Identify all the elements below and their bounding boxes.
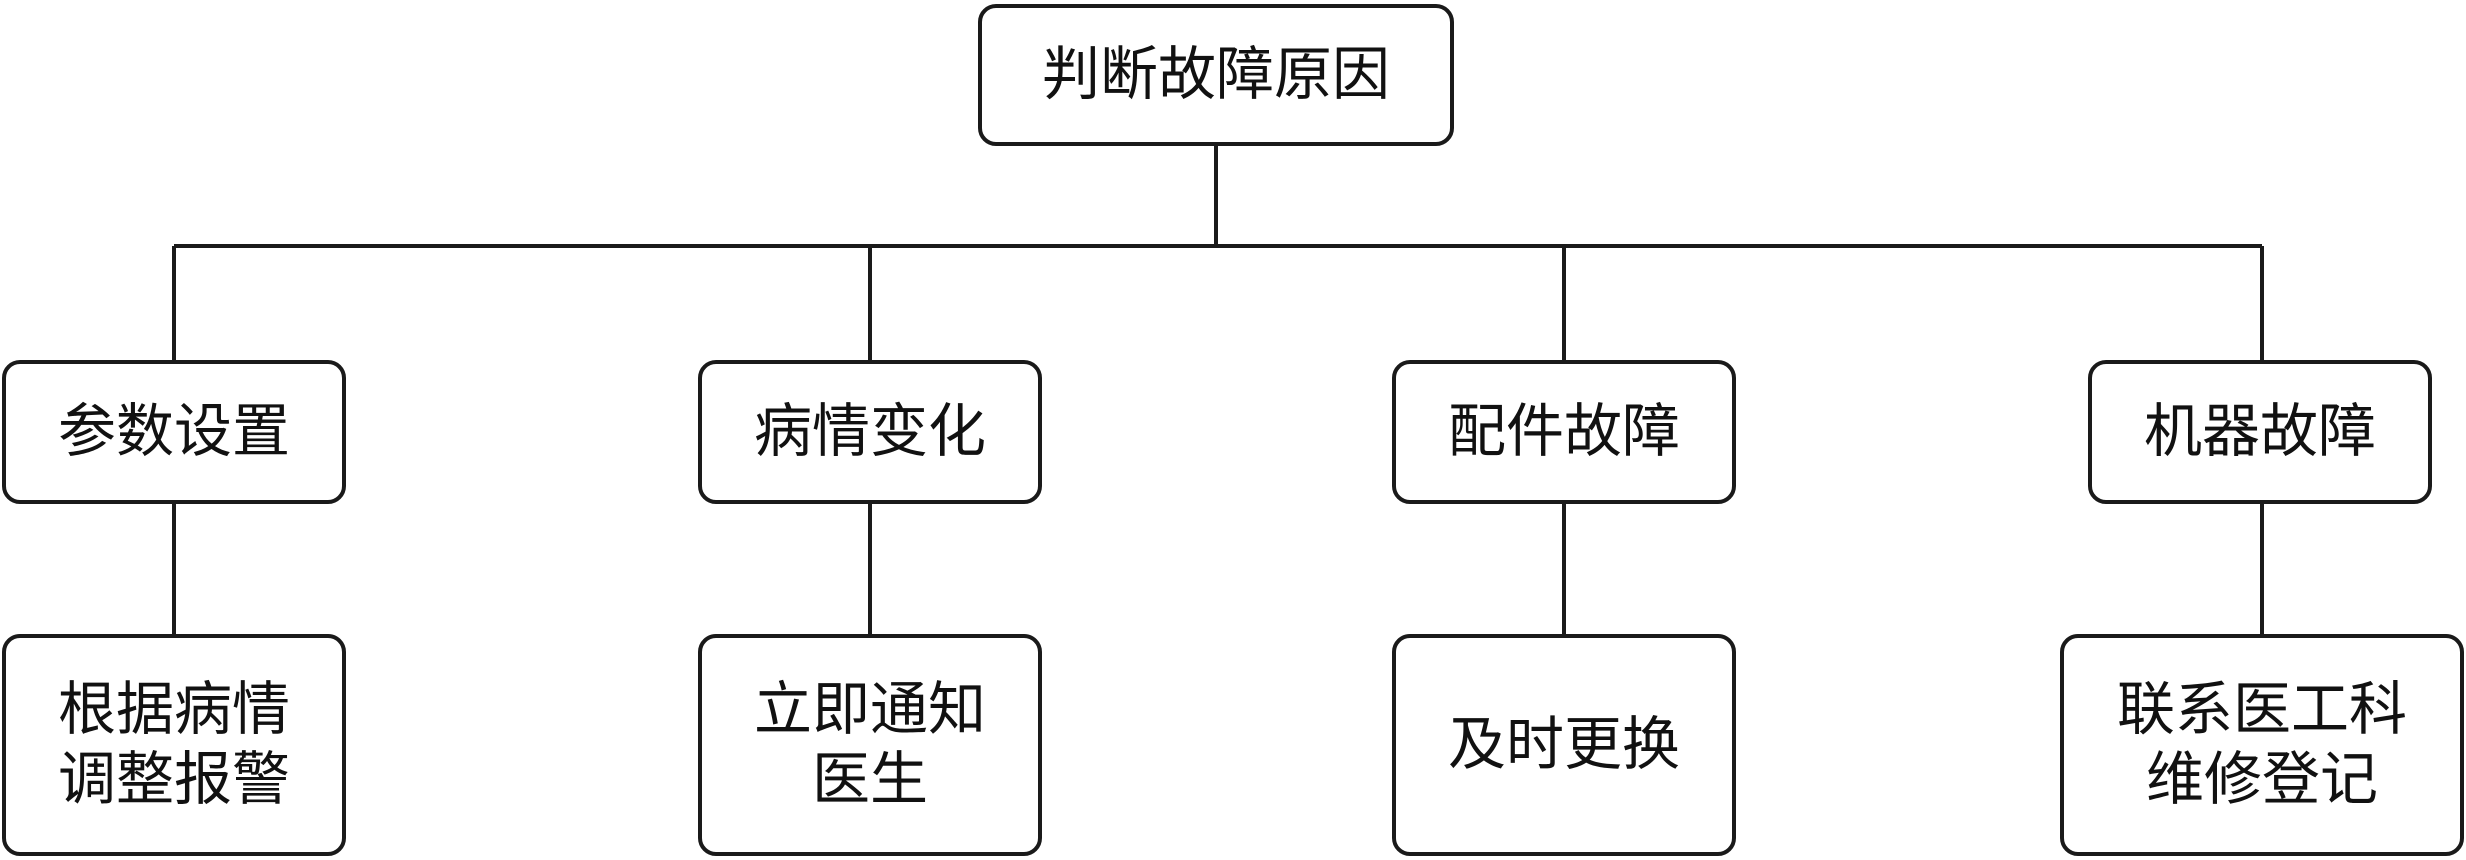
branch-node-accessory-fault: 配件故障 (1392, 360, 1736, 504)
action-line: 维修登记 (2145, 745, 2378, 813)
action-line: 及时更换 (1447, 710, 1680, 779)
action-node-notify-doctor: 立即通知 医生 (698, 634, 1042, 856)
action-node-replace: 及时更换 (1392, 634, 1736, 856)
branch-label: 机器故障 (2143, 397, 2376, 466)
branch-label: 配件故障 (1447, 397, 1680, 466)
root-label: 判断故障原因 (1041, 40, 1390, 109)
action-line: 调整报警 (57, 745, 290, 813)
action-line: 医生 (811, 745, 928, 813)
branch-label: 参数设置 (57, 397, 290, 466)
root-node: 判断故障原因 (978, 4, 1454, 146)
branch-node-parameter-setting: 参数设置 (2, 360, 346, 504)
action-line: 立即通知 (753, 675, 986, 744)
action-line: 根据病情 (57, 675, 290, 744)
action-node-adjust-alarm: 根据病情 调整报警 (2, 634, 346, 856)
branch-node-machine-fault: 机器故障 (2088, 360, 2432, 504)
branch-node-condition-change: 病情变化 (698, 360, 1042, 504)
branch-label: 病情变化 (753, 397, 986, 466)
action-node-contact-engineering: 联系医工科 维修登记 (2060, 634, 2464, 856)
action-line: 联系医工科 (2116, 675, 2407, 744)
